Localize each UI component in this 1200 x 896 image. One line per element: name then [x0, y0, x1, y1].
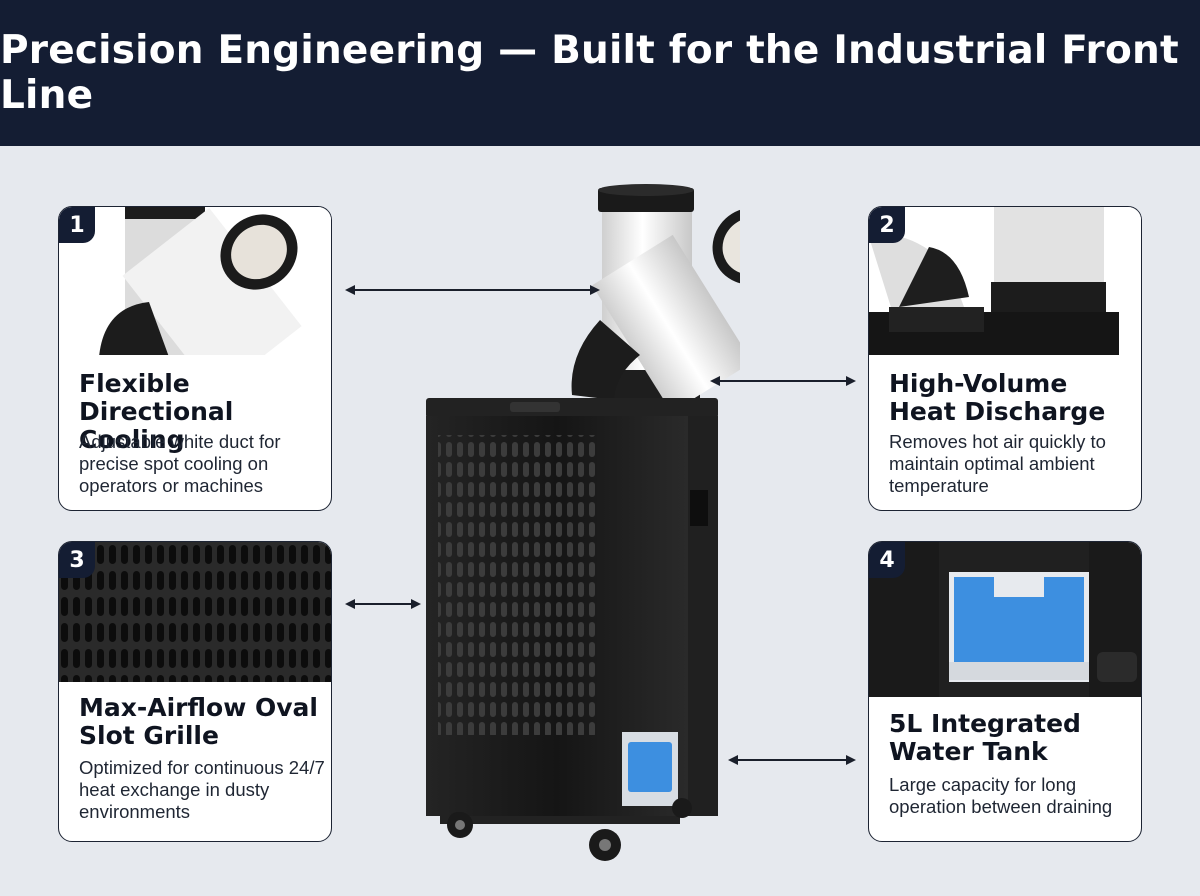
- feature-card-heat-discharge: 2 High-Volume Heat Discharge Removes hot…: [868, 206, 1142, 511]
- feature-title: High-Volume Heat Discharge: [889, 369, 1106, 426]
- water-tank-photo: [869, 542, 1141, 697]
- feature-card-oval-grille: 3 Max-Airflow Oval Slot Grille Optimized…: [58, 541, 332, 842]
- feature-description: Removes hot air quickly to maintain opti…: [889, 431, 1106, 496]
- portable-spot-cooler-image: [426, 184, 740, 861]
- header-banner: Precision Engineering — Built for the In…: [0, 0, 1200, 146]
- callout-arrow-3: [345, 599, 421, 609]
- feature-card-flexible-cooling: 1 Flexible Directional Cooling Adjustabl…: [58, 206, 332, 511]
- feature-description: Optimized for continuous 24/7 heat excha…: [79, 757, 325, 822]
- callout-arrow-1: [345, 285, 600, 295]
- feature-number-badge: 4: [869, 542, 905, 578]
- callout-arrow-4: [728, 755, 856, 765]
- feature-title: Flexible Directional Cooling: [79, 369, 234, 454]
- oval-grille-photo: [59, 542, 331, 682]
- feature-number-badge: 2: [869, 207, 905, 243]
- feature-card-water-tank: 4 5L Integrated Water Tank Large capacit…: [868, 541, 1142, 842]
- feature-description: Large capacity for long operation betwee…: [889, 774, 1113, 817]
- flexible-duct-photo: [59, 207, 331, 355]
- feature-title: 5L Integrated Water Tank: [889, 709, 1081, 766]
- exhaust-ducts-photo: [869, 207, 1141, 355]
- feature-number-badge: 3: [59, 542, 95, 578]
- feature-title: Max-Airflow Oval Slot Grille: [79, 693, 318, 750]
- feature-number-badge: 1: [59, 207, 95, 243]
- callout-arrow-2: [710, 376, 856, 386]
- feature-description: Adjustable white duct for precise spot c…: [79, 431, 281, 496]
- page-title: Precision Engineering — Built for the In…: [0, 28, 1179, 118]
